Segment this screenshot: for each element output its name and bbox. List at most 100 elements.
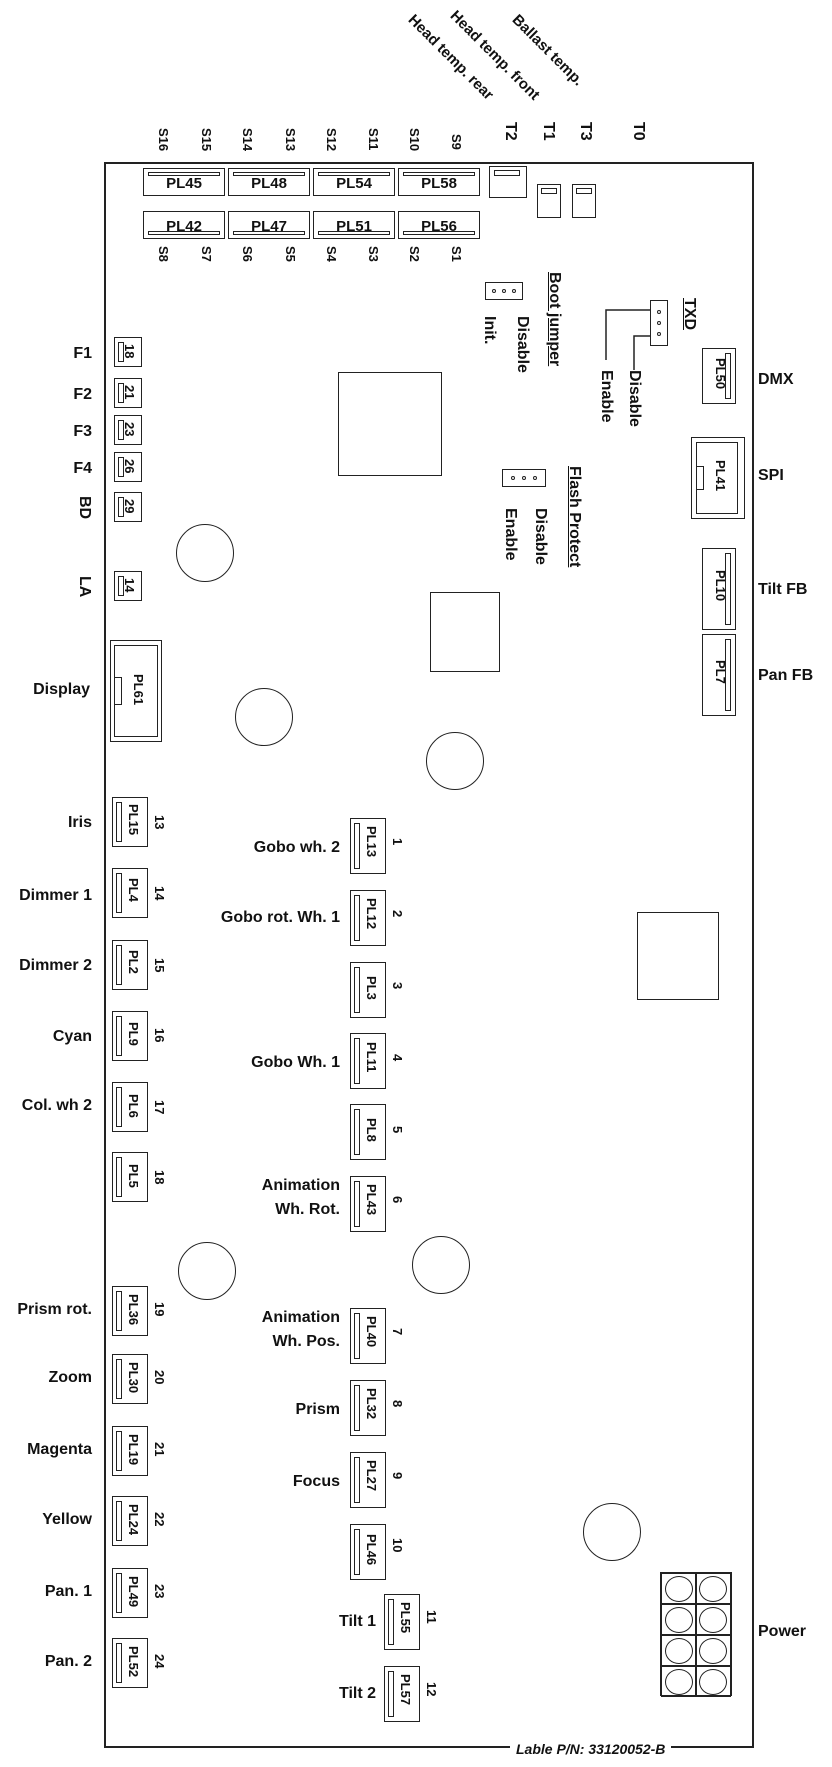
connector-pl27 bbox=[350, 1452, 386, 1508]
label-t2: T2 bbox=[502, 122, 519, 141]
connector-pl52 bbox=[112, 1638, 148, 1688]
label-head-temp-rear: Head temp. rear bbox=[404, 11, 497, 104]
connector-pl32 bbox=[350, 1380, 386, 1436]
txd-jumper-disable: Disable bbox=[626, 370, 643, 427]
label-la: LA bbox=[76, 576, 93, 598]
connector-pl54: PL54 bbox=[313, 168, 395, 196]
label-s2: S2 bbox=[407, 246, 422, 262]
mounting-hole bbox=[412, 1236, 470, 1294]
connector-pl49 bbox=[112, 1568, 148, 1618]
connector-pl40-pl: PL40 bbox=[364, 1316, 379, 1348]
connector-pl30 bbox=[112, 1354, 148, 1404]
label-spi: SPI bbox=[758, 467, 784, 484]
connector-pl13-pl: PL13 bbox=[364, 826, 379, 858]
connector-pl9-pl: PL9 bbox=[126, 1022, 141, 1046]
connector-f4-num: 26 bbox=[122, 459, 137, 474]
connector-pl2 bbox=[112, 940, 148, 990]
flash-protect-title: Flash Protect bbox=[566, 466, 583, 568]
connector-pl5-num: 18 bbox=[152, 1170, 167, 1185]
connector-f1-num: 18 bbox=[122, 344, 137, 359]
label-animation-wh-rot: Animation bbox=[261, 1177, 340, 1194]
connector-la bbox=[114, 571, 142, 601]
label-yellow: Yellow bbox=[42, 1511, 92, 1528]
label-dimmer-2: Dimmer 2 bbox=[19, 957, 92, 974]
connector-pl12-pl: PL12 bbox=[364, 898, 379, 930]
connector-pl24-num: 22 bbox=[152, 1512, 167, 1527]
label-pan-2: Pan. 2 bbox=[44, 1653, 92, 1670]
connector-pl19 bbox=[112, 1426, 148, 1476]
label-cyan: Cyan bbox=[52, 1028, 92, 1045]
chip-main bbox=[338, 372, 442, 476]
connector-pl2-num: 15 bbox=[152, 958, 167, 973]
connector-display bbox=[110, 640, 162, 742]
label-s1: S1 bbox=[449, 246, 464, 262]
label-gobo-rot-wh-1: Gobo rot. Wh. 1 bbox=[220, 909, 340, 926]
label-col-wh-2: Col. wh 2 bbox=[21, 1097, 92, 1114]
connector-pl36-num: 19 bbox=[152, 1302, 167, 1317]
label-gobo-wh-2: Gobo wh. 2 bbox=[253, 839, 340, 856]
label-f2: F2 bbox=[73, 386, 92, 403]
connector-pl27-pl: PL27 bbox=[364, 1460, 379, 1492]
connector-pl55 bbox=[384, 1594, 420, 1650]
txd-jumper-header bbox=[650, 300, 668, 346]
label-dimmer-1: Dimmer 1 bbox=[19, 887, 92, 904]
connector-pl52-pl: PL52 bbox=[126, 1646, 141, 1678]
connector-pl40 bbox=[350, 1308, 386, 1364]
connector-pl40-num: 7 bbox=[390, 1328, 405, 1336]
connector-pl57-num: 12 bbox=[424, 1682, 439, 1697]
connector-pl51: PL51 bbox=[313, 211, 395, 239]
label-s12: S12 bbox=[324, 128, 339, 152]
chip-secondary bbox=[430, 592, 500, 672]
label-animation-wh-pos-2: Wh. Pos. bbox=[272, 1333, 340, 1350]
connector-pl2-pl: PL2 bbox=[126, 950, 141, 974]
t2-connector bbox=[489, 166, 527, 198]
label-s11: S11 bbox=[366, 128, 381, 151]
label-tilt-2: Tilt 2 bbox=[338, 1685, 376, 1702]
connector-pl42: PL42 bbox=[143, 211, 225, 239]
connector-pl3-num: 3 bbox=[390, 982, 405, 990]
boot-jumper-init: Init. bbox=[481, 316, 498, 345]
label-s8: S8 bbox=[156, 246, 171, 262]
label-gobo-wh-1: Gobo Wh. 1 bbox=[251, 1054, 340, 1071]
connector-pl30-pl: PL30 bbox=[126, 1362, 141, 1394]
mounting-hole bbox=[176, 524, 234, 582]
connector-pl58: PL58 bbox=[398, 168, 480, 196]
connector-pl4 bbox=[112, 868, 148, 918]
connector-pl15-num: 13 bbox=[152, 815, 167, 830]
connector-pl55-num: 11 bbox=[424, 1610, 439, 1624]
t3-connector bbox=[572, 184, 596, 218]
label-power: Power bbox=[758, 1623, 807, 1640]
connector-pl43-pl: PL43 bbox=[364, 1184, 379, 1216]
connector-f3-num: 23 bbox=[122, 422, 137, 437]
connector-pl19-num: 21 bbox=[152, 1442, 167, 1457]
boot-jumper-disable: Disable bbox=[514, 316, 531, 373]
connector-pl6-pl: PL6 bbox=[126, 1094, 141, 1118]
connector-pl46-num: 10 bbox=[390, 1538, 405, 1553]
label-pan-1: Pan. 1 bbox=[44, 1583, 92, 1600]
label-s10: S10 bbox=[407, 128, 422, 152]
connector-pl8-num: 5 bbox=[390, 1126, 405, 1134]
label-tilt-1: Tilt 1 bbox=[338, 1613, 376, 1630]
label-s9: S9 bbox=[449, 134, 464, 150]
mounting-hole bbox=[178, 1242, 236, 1300]
mounting-hole bbox=[235, 688, 293, 746]
connector-pl19-pl: PL19 bbox=[126, 1434, 141, 1466]
connector-la-num: 14 bbox=[122, 578, 137, 593]
connector-pl43-num: 6 bbox=[390, 1196, 405, 1204]
label-display: Display bbox=[33, 681, 90, 698]
label-pan-fb: Pan FB bbox=[758, 667, 814, 684]
connector-pl27-num: 9 bbox=[390, 1472, 405, 1480]
connector-f4 bbox=[114, 452, 142, 482]
connector-pl11-pl: PL11 bbox=[364, 1042, 379, 1073]
connector-pl45: PL45 bbox=[143, 168, 225, 196]
connector-pl46 bbox=[350, 1524, 386, 1580]
connector-pl10 bbox=[702, 548, 736, 630]
t1-connector bbox=[537, 184, 561, 218]
connector-pl3 bbox=[350, 962, 386, 1018]
label-s4: S4 bbox=[324, 246, 339, 262]
connector-pl50-pl: PL50 bbox=[713, 358, 728, 390]
connector-pl4-num: 14 bbox=[152, 886, 167, 901]
connector-pl46-pl: PL46 bbox=[364, 1534, 379, 1566]
connector-pl6-num: 17 bbox=[152, 1100, 167, 1115]
circuit-board-outline bbox=[104, 162, 754, 1748]
